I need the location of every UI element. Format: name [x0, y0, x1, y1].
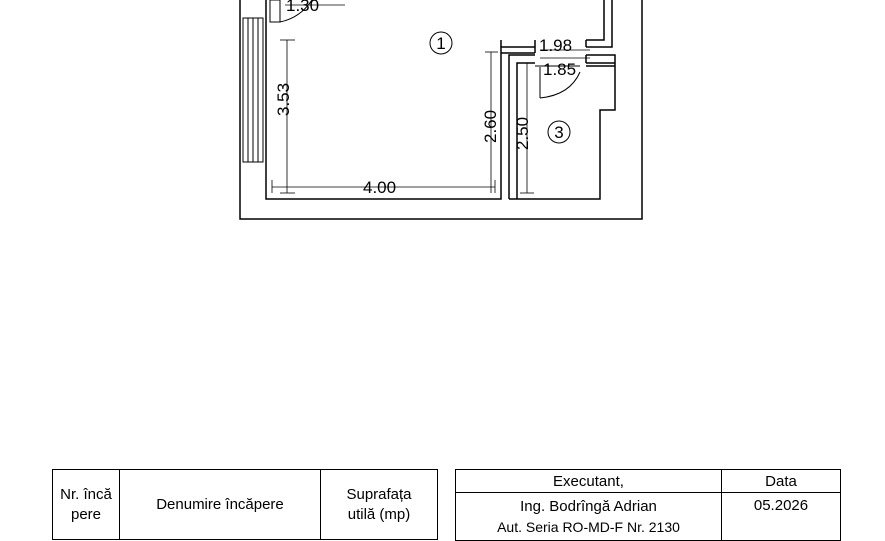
col-usable-area-line2: utilă (mp)	[347, 505, 411, 523]
executant-details: Ing. Bodrîngă Adrian Aut. Seria RO-MD-F …	[455, 492, 722, 541]
window	[242, 17, 264, 163]
room-marker-3	[547, 120, 571, 144]
rooms-table: Nr. încă pere Denumire încăpere Suprafaț…	[52, 469, 438, 540]
dim-3-53: 3.53	[274, 83, 293, 116]
date-header: Data	[721, 469, 841, 493]
date-value: 05.2026	[753, 497, 809, 514]
title-block: Executant, Data Ing. Bodrîngă Adrian Aut…	[455, 469, 841, 541]
col-room-number-line2: pere	[70, 505, 102, 523]
executant-label: Executant,	[553, 472, 624, 490]
room-label-3: 3	[554, 123, 563, 142]
dim-1-30: 1.30	[286, 0, 319, 15]
dimension-lines	[271, 4, 590, 194]
authorization-number: Aut. Seria RO-MD-F Nr. 2130	[497, 519, 680, 535]
col-room-name-label: Denumire încăpere	[156, 496, 284, 513]
date-label: Data	[765, 472, 797, 490]
dim-4-00: 4.00	[363, 178, 396, 197]
col-usable-area-line1: Suprafața	[346, 485, 412, 503]
walls	[239, 0, 643, 220]
col-room-number-line1: Nr. încă	[60, 485, 112, 503]
room-label-1: 1	[436, 34, 445, 53]
floor-plan: 1.30 1.98 1.85 4.00 3.53 2.60 2.50 1 3	[239, 0, 643, 220]
date-cell: 05.2026	[721, 492, 841, 541]
col-usable-area: Suprafața utilă (mp)	[320, 469, 438, 540]
room-marker-1	[429, 31, 453, 55]
col-room-name: Denumire încăpere	[119, 469, 321, 540]
dim-2-50: 2.50	[513, 117, 532, 150]
door-swings	[269, 0, 581, 99]
col-room-number: Nr. încă pere	[52, 469, 120, 540]
dim-2-60: 2.60	[481, 110, 500, 143]
engineer-name: Ing. Bodrîngă Adrian	[520, 498, 657, 515]
executant-header: Executant,	[455, 469, 722, 493]
dim-1-85: 1.85	[543, 60, 576, 79]
dim-1-98: 1.98	[539, 36, 572, 55]
